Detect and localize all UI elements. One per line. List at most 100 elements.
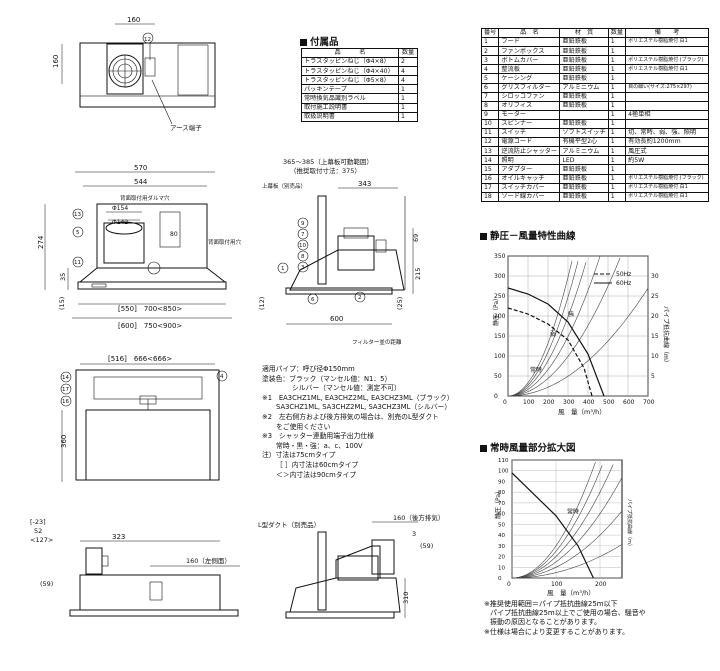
l-duct-label: L型ダクト（別売品） xyxy=(258,520,320,529)
part-row-cell: 3 xyxy=(480,55,500,66)
chart2-pipe-curve xyxy=(512,544,623,579)
accessory-row-cell: 2 xyxy=(398,57,418,68)
accessory-row: トラスタッピンねじ（Φ5×8）4 xyxy=(301,75,418,86)
part-row-cell: 1 xyxy=(607,82,627,93)
part-row-cell: 1 xyxy=(607,55,627,66)
part-row-cell: 1 xyxy=(607,155,627,166)
accessory-row-cell: 取扱説明書 xyxy=(301,111,399,122)
chart1-y2-tick: 5 xyxy=(651,373,655,380)
part-row-cell: ケーシング xyxy=(498,73,561,84)
technical-drawing: 160 160 12 アース端子 570 544 背面取付用ダルマ穴 Φ154 … xyxy=(30,16,444,619)
chart1-label-strong: 強 xyxy=(568,310,574,318)
part-row-cell: スイッチカバー xyxy=(498,182,561,193)
part-row-cell xyxy=(559,109,609,120)
part-row-cell: 亜鉛鉄板 xyxy=(559,64,609,75)
part-row-cell: ポリエステル樹脂焼付 白1 xyxy=(625,37,710,48)
wall-hole-label-1: 背面取付用ダルマ穴 xyxy=(120,194,170,202)
side-dim-600: 600 xyxy=(330,315,343,323)
accessory-row-cell: 1 xyxy=(398,102,418,113)
note-3a: ※3 シャッター連動用端子出力仕様 xyxy=(262,432,374,441)
chart1-x-tick: 700 xyxy=(643,399,655,406)
chart2-y-tick: 40 xyxy=(498,533,505,539)
side-dim-69: 69 xyxy=(412,234,420,242)
callout-7: 7 xyxy=(301,232,305,238)
part-row-cell: 18 xyxy=(480,191,500,202)
part-row-cell: 亜鉛鉄板 xyxy=(559,173,609,184)
chart1-pipe-curve xyxy=(507,256,601,397)
duct-view: L型ダクト（別売品） 160（後方排気） 3 (59) 310 xyxy=(258,513,444,619)
chart2-y-tick: 60 xyxy=(498,512,505,518)
accessory-row: トラスタッピンねじ（Φ4×8）2 xyxy=(301,57,418,68)
chart1-ylabel: 静圧（Pa） xyxy=(492,295,500,326)
part-row-cell: 12 xyxy=(480,137,500,148)
chart2-pipe-curve xyxy=(511,461,596,579)
part-row-cell: 目の細い(サイズ:275×297) xyxy=(625,82,710,93)
callout-8: 8 xyxy=(301,254,305,260)
chart1-legend-50: 50Hz xyxy=(616,271,631,278)
chart2-ylabel: 静圧（Pa） xyxy=(494,488,502,519)
duct-dim-160: 160（後方排気） xyxy=(393,513,444,522)
front-dim-570: 570 xyxy=(134,164,147,172)
chart1-pipe-curve xyxy=(507,262,587,397)
front-view: 570 544 背面取付用ダルマ穴 Φ154 Φ142 80 背面取付用穴 27… xyxy=(37,164,242,330)
part-row-cell: 1 xyxy=(607,182,627,193)
part-row-cell: 切、常時、弱、強、照明 xyxy=(625,128,710,139)
acc-header-qty: 数量 xyxy=(398,47,418,59)
top-dim-width: 160 xyxy=(127,16,140,24)
footnotes: ※推奨使用範囲＝パイプ抵抗曲線25m以下 パイプ抵抗曲線25m以上でご使用の場合… xyxy=(484,600,646,637)
front-dim-35: 35 xyxy=(59,273,67,281)
chart1-xlabel: 風 量（m³/h） xyxy=(558,408,606,416)
side-dim-343: 343 xyxy=(358,180,371,188)
part-row-cell: ポリエステル樹脂焼付 (ブラック) xyxy=(625,55,710,66)
duct-dim-3: 3 xyxy=(412,530,416,538)
chart1-y-tick: 50 xyxy=(494,373,502,380)
part-row-cell: 亜鉛鉄板 xyxy=(559,91,609,102)
chart1-x-tick: 0 xyxy=(503,399,507,406)
note-2a: ※2 左右側方および後方排気の場合は、別売のL型ダクト xyxy=(262,412,439,421)
callout-12-top: 12 xyxy=(144,37,151,43)
part-row-cell: 4極単相 xyxy=(625,109,710,120)
part-row-cell: 亜鉛鉄板 xyxy=(559,100,609,111)
accessory-row-cell: トラスタッピンねじ（Φ5×8） xyxy=(301,75,399,86)
part-row-cell: 1 xyxy=(607,128,627,139)
part-row-cell: ソード線カバー xyxy=(498,191,561,202)
rear-dim-52: 52 xyxy=(34,527,42,535)
part-row-cell: 1 xyxy=(607,137,627,148)
part-row-cell: 1 xyxy=(607,64,627,75)
callout-5: 5 xyxy=(76,230,80,236)
front-dim-phi154: Φ154 xyxy=(112,205,128,212)
bottom-dim-360: 360 xyxy=(60,435,68,448)
chart1-y2label: パイプ抵抗曲線（m） xyxy=(662,306,670,366)
callout-14: 14 xyxy=(62,375,69,381)
part-row-cell: グリスフィルター xyxy=(498,82,561,93)
wall-hole-label-2: 背面取付用穴 xyxy=(208,238,242,246)
part-row-cell: 13 xyxy=(480,146,500,157)
part-row-cell xyxy=(625,73,710,84)
part-row-cell: 1 xyxy=(607,118,627,130)
detail-chart-title: 常時風量部分拡大図 xyxy=(480,440,576,454)
callout-2: 2 xyxy=(358,295,362,301)
footnote-4: ※仕様は場合により変更することがあります。 xyxy=(484,627,630,636)
chart2-xlabel: 風 量（m³/h） xyxy=(547,589,595,597)
chart1-y-tick: 300 xyxy=(494,273,506,280)
side-dim-215: 215 xyxy=(414,268,422,280)
chart2-label-constant: 常時 xyxy=(567,508,579,516)
part-row-cell: 亜鉛鉄板 xyxy=(559,73,609,84)
accessory-row-cell: パッキンテープ xyxy=(301,84,399,95)
accessory-row-cell: 4 xyxy=(398,75,418,86)
chart2-y-tick: 30 xyxy=(498,544,505,550)
chart2-pipe-curve xyxy=(511,464,614,579)
part-row-cell: 風圧式 xyxy=(625,146,710,157)
